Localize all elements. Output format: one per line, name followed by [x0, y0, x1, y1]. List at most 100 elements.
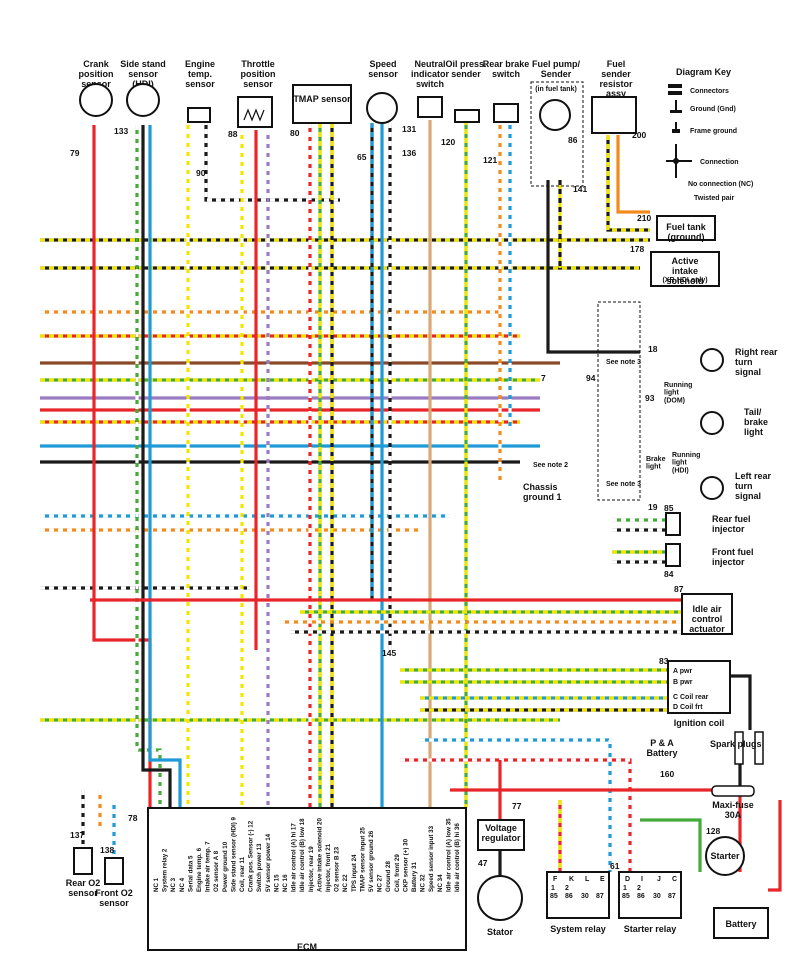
ecm-pin-label: Switch power 13	[256, 843, 263, 892]
ecm-pin-label: Idle air control (B) low 18	[299, 818, 306, 892]
sr-num-87: 87	[596, 893, 604, 900]
ecm-pin-label: Battery 31	[411, 862, 418, 892]
starter-relay-label: Starter relay	[624, 924, 677, 934]
ecm-pin-label: Idle air control (A) low 35	[445, 818, 452, 892]
conn-138: 138	[100, 845, 114, 855]
ecm-pin-label: System relay 2	[162, 848, 169, 892]
wire-stripe	[606, 135, 650, 232]
conn-86: 86	[568, 135, 578, 145]
fuel-tank-boundary	[530, 81, 584, 187]
ecm-pin-label: NC 3	[170, 877, 177, 892]
stator-label: Stator	[487, 927, 514, 937]
right-turn-bulb-icon	[700, 348, 724, 372]
sidestand-sensor-icon	[126, 83, 160, 117]
tmap-label: TMAP sensor	[293, 94, 351, 104]
ecm-pin-label: Coil, rear 11	[239, 856, 246, 892]
ecm-pin-label: TPS input 24	[351, 854, 358, 892]
ecm-pin-label: NC 22	[342, 874, 349, 892]
system-relay-label: System relay	[550, 924, 606, 934]
st-letter-d: D	[625, 876, 630, 883]
conn-121: 121	[483, 155, 497, 165]
fuel-pump-sub: (in fuel tank)	[535, 86, 577, 93]
oil-pressure-sender: Oil press.sender	[445, 59, 487, 123]
sr-num-30: 30	[581, 893, 589, 900]
sr-letter-l: L	[585, 876, 590, 883]
key-frame-ground: Frame ground	[690, 128, 737, 135]
st-letter-c: C	[672, 876, 677, 883]
coil-pin-b: B pwr	[673, 679, 693, 686]
wire-stripe	[135, 125, 162, 808]
connector-numbers: 79 133 90 88 80 65 131 136 120 121 86 14…	[70, 124, 720, 871]
stator-icon	[477, 875, 523, 921]
coil-pin-c: C Coil rear	[673, 694, 709, 701]
wire	[141, 125, 172, 808]
sr-pair-1: 1	[551, 885, 555, 892]
ecm-pin-label: NC 27	[377, 874, 384, 892]
ecm-pin-label: NC 32	[420, 874, 427, 892]
crank-sensor-icon	[79, 83, 113, 117]
battery: Battery	[713, 907, 769, 939]
conn-178: 178	[630, 244, 644, 254]
fuse-icon	[711, 785, 755, 797]
neutral-switch-icon	[417, 96, 443, 118]
conn-85: 85	[664, 503, 674, 513]
tail-bulb-icon	[700, 411, 724, 435]
ecm-pin-label: Speed sensor input 33	[428, 825, 435, 892]
conn-94: 94	[586, 373, 596, 383]
ecm-pin-label: O2 sensor A 8	[213, 850, 220, 892]
tmap-sensor-icon	[292, 84, 352, 124]
starter-motor: Starter	[705, 836, 745, 876]
key-no-connection: No connection (NC)	[688, 181, 753, 188]
st-letter-j: J	[657, 876, 661, 883]
conn-128: 128	[706, 826, 720, 836]
st-num-86: 86	[637, 893, 645, 900]
spark-plugs: Spark plugs	[710, 731, 764, 765]
conn-200: 200	[632, 130, 646, 140]
key-title: Diagram Key	[676, 67, 731, 77]
conn-210: 210	[637, 213, 651, 223]
conn-141: 141	[573, 184, 587, 194]
st-num-85: 85	[622, 893, 630, 900]
engine-temp-sensor-icon	[187, 107, 211, 123]
conn-137: 137	[70, 830, 84, 840]
conn-47: 47	[478, 858, 488, 868]
ecm-pin-label: Side stand sensor (HDI) 9	[230, 816, 237, 892]
wire	[204, 120, 340, 202]
fuel-resistor-icon	[591, 96, 637, 134]
key-twisted: Twisted pair	[694, 195, 735, 202]
oil-label: Oil press.sender	[445, 59, 486, 79]
conn-136: 136	[402, 148, 416, 158]
conn-65: 65	[357, 152, 367, 162]
rear-brake-switch-icon	[493, 103, 519, 123]
ecm-pin-label: NC 4	[179, 877, 186, 892]
ecm-pin-label: Engine temp. 6	[196, 847, 203, 892]
st-pair-1: 1	[623, 885, 627, 892]
wire-stripe	[420, 738, 612, 872]
rear-o2-icon	[73, 847, 93, 875]
see-note3-a: See note 3	[606, 359, 641, 366]
ecm-pin-label: 5V sensor power 14	[265, 833, 272, 892]
ecm-pin-label: Active intake solenoid 20	[316, 818, 323, 892]
ecm-pin-label: Injector, rear 19	[308, 846, 315, 892]
system-relay: System relay F K L E 85 86 30 87 1 2	[546, 871, 610, 934]
ecm-pin-label: NC 16	[282, 874, 289, 892]
wire	[148, 125, 182, 808]
conn-88: 88	[228, 129, 238, 139]
conn-83: 83	[659, 656, 669, 666]
conn-18: 18	[648, 344, 658, 354]
